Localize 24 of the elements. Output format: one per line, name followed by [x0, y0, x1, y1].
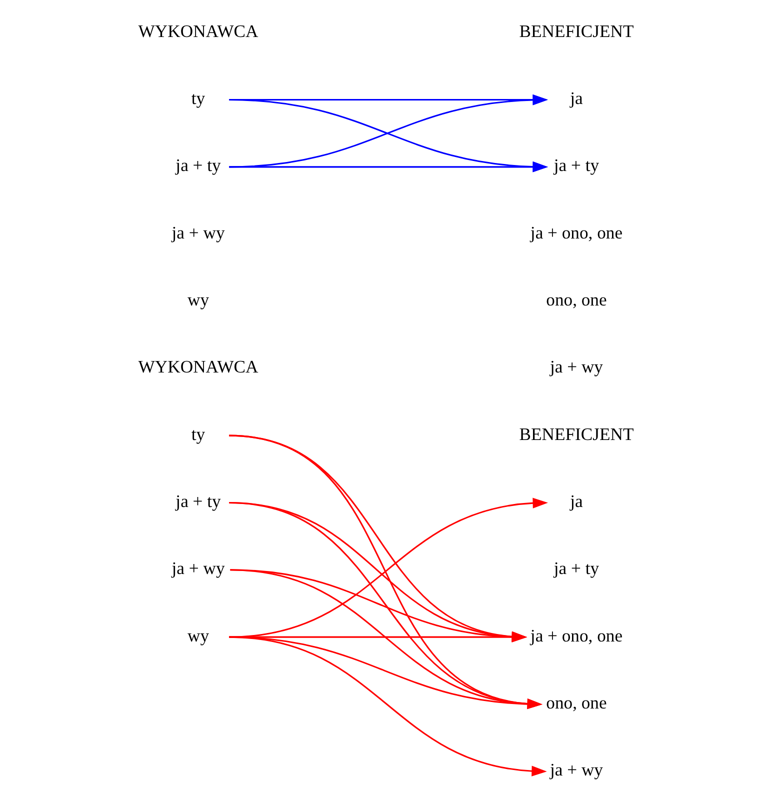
node-text: ja + wy — [171, 222, 224, 242]
node-text: ja + ty — [553, 558, 599, 578]
node-text: ja + ono, one — [530, 625, 622, 646]
node-text: ono, one — [546, 289, 606, 310]
node-text: ja + ono, one — [530, 222, 622, 242]
node-text: ja — [570, 88, 582, 108]
arrow — [228, 162, 548, 172]
node-text: ja — [570, 490, 582, 511]
node-text: ja + wy — [550, 356, 602, 377]
node-text: ja + wy — [171, 558, 224, 578]
node-text: ja + ty — [175, 155, 220, 176]
node-text: wy — [187, 289, 209, 310]
label: WYKONAWCA — [138, 356, 258, 377]
label: WYKONAWCA — [138, 20, 258, 41]
node-text: ty — [190, 88, 205, 108]
label: BENEFICJENT — [518, 20, 634, 41]
node-text: wy — [187, 625, 209, 646]
node-text: ja + ty — [175, 490, 220, 511]
arrow — [228, 636, 546, 776]
node-text: ja + ty — [553, 155, 599, 176]
node-text: ono, one — [546, 692, 606, 712]
node-text: ty — [190, 424, 205, 444]
node-text: ja + wy — [550, 760, 602, 780]
label: BENEFICJENT — [518, 424, 634, 444]
